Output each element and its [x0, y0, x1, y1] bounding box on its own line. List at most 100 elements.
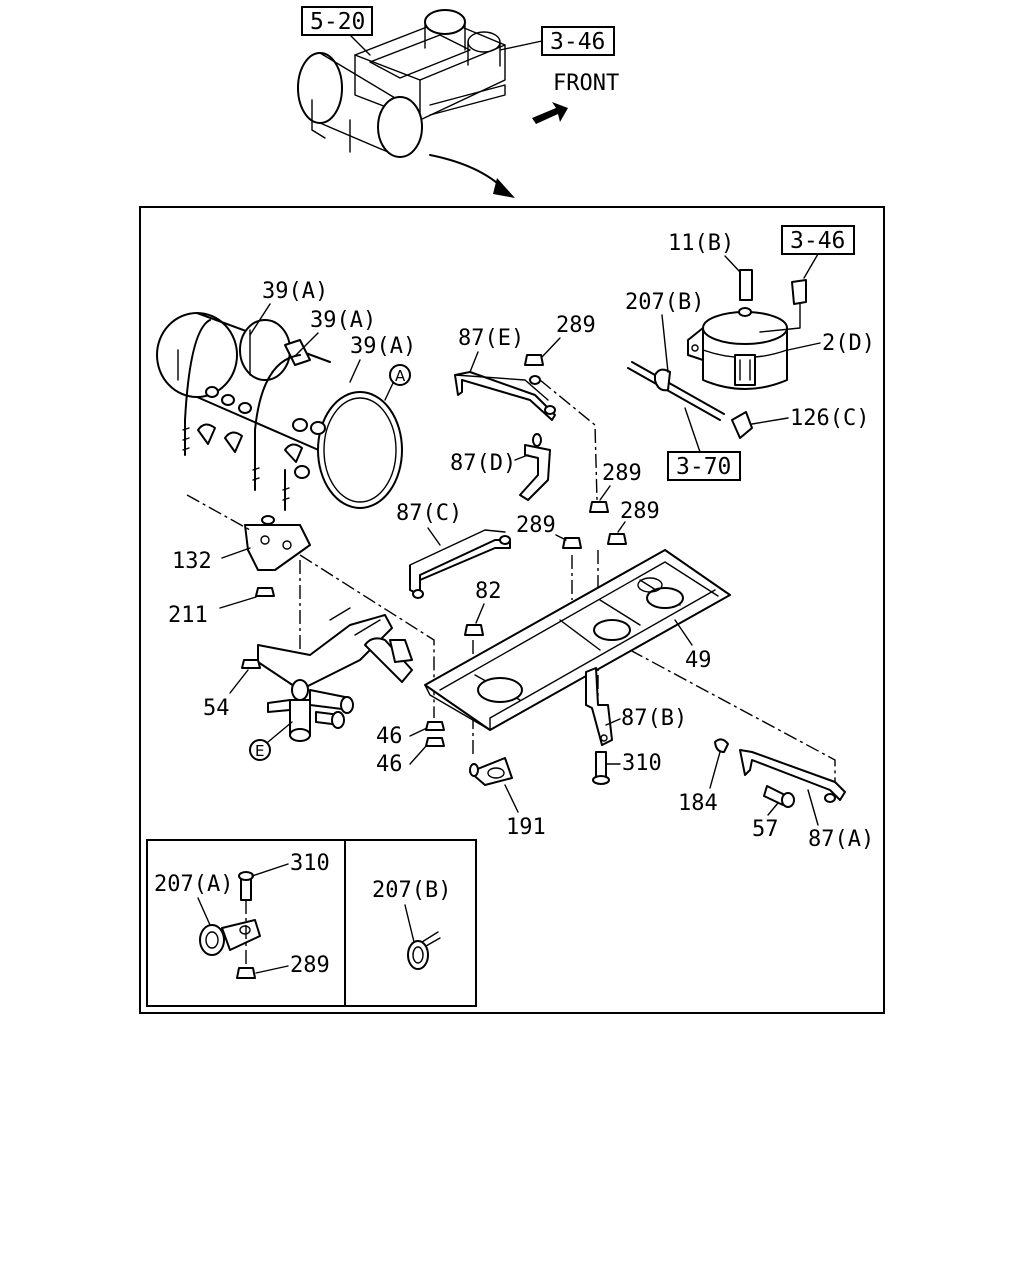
circle-a-label: A [395, 367, 406, 385]
leader-3-46-main [803, 253, 819, 279]
align-line-8 [629, 649, 836, 790]
label-87c[interactable]: 87(C) [396, 501, 462, 526]
crossmember-frame-49[interactable] [424, 549, 731, 731]
label-87d[interactable]: 87(D) [450, 451, 516, 476]
label-191[interactable]: 191 [506, 815, 546, 840]
nut-289-d[interactable] [607, 533, 627, 545]
clip-207b[interactable] [654, 368, 671, 392]
bolt-310[interactable] [595, 751, 607, 779]
bracket-87e[interactable] [454, 371, 556, 421]
bolt-310-head [592, 775, 610, 785]
label-46-a[interactable]: 46 [376, 724, 403, 749]
inset-leader-207a [197, 897, 211, 926]
label-289-d[interactable]: 289 [620, 499, 660, 524]
label-39a-2[interactable]: 39(A) [310, 308, 376, 333]
leader-54 [229, 669, 249, 694]
label-310[interactable]: 310 [622, 751, 662, 776]
label-184[interactable]: 184 [678, 791, 718, 816]
nut-211[interactable] [255, 587, 275, 597]
leader-87c [427, 527, 441, 546]
leader-2d [787, 342, 821, 351]
inset-label-207a[interactable]: 207(A) [154, 872, 233, 897]
label-289-b[interactable]: 289 [602, 461, 642, 486]
nut-289-a[interactable] [524, 354, 544, 366]
ref-3-70-label: 3-70 [676, 454, 731, 480]
nut-54[interactable] [241, 659, 261, 669]
bolt-57-head [781, 792, 795, 808]
leader-87a [807, 789, 819, 826]
label-87b[interactable]: 87(B) [621, 706, 687, 731]
leader-289-b [599, 485, 611, 501]
front-label: FRONT [553, 71, 619, 96]
inset-clip-207a[interactable] [199, 871, 261, 979]
label-2d[interactable]: 2(D) [822, 331, 875, 356]
label-49[interactable]: 49 [685, 648, 712, 673]
label-39a-1[interactable]: 39(A) [262, 279, 328, 304]
reservoir-2d[interactable] [687, 307, 788, 390]
plate-191[interactable] [469, 757, 513, 786]
inset-clip-207b[interactable] [407, 931, 441, 970]
circle-callout-e[interactable] [249, 739, 271, 761]
label-126c[interactable]: 126(C) [790, 406, 869, 431]
inset-label-289[interactable]: 289 [290, 953, 330, 978]
bolt-shaft [759, 303, 801, 333]
leader-46-b [409, 744, 428, 765]
ref-box-3-70[interactable] [667, 451, 741, 481]
bracket-87d[interactable] [519, 433, 551, 501]
ref-box-3-46-top[interactable] [541, 26, 615, 56]
ref-3-46-top-label: 3-46 [550, 29, 605, 55]
ref-box-3-46-main[interactable] [781, 225, 855, 255]
circle-callout-a[interactable] [389, 364, 411, 386]
label-132[interactable]: 132 [172, 549, 212, 574]
nut-46-b[interactable] [425, 737, 445, 747]
nut-289-c[interactable] [562, 537, 582, 549]
nut-184[interactable] [714, 738, 729, 753]
label-46-b[interactable]: 46 [376, 752, 403, 777]
bracket-87a[interactable] [739, 749, 846, 803]
ref-3-46-main-label: 3-46 [790, 228, 845, 254]
inset-label-310[interactable]: 310 [290, 851, 330, 876]
label-289-c[interactable]: 289 [516, 513, 556, 538]
nut-82[interactable] [464, 624, 484, 636]
ref-box-5-20[interactable] [301, 6, 373, 36]
label-39a-3[interactable]: 39(A) [350, 334, 416, 359]
bracket-132[interactable] [244, 515, 311, 571]
fitting-11b[interactable] [739, 269, 753, 301]
overview-pointer-arrow [429, 154, 506, 191]
inset-label-207b[interactable]: 207(B) [372, 878, 451, 903]
label-57[interactable]: 57 [752, 817, 779, 842]
elbow-126c[interactable] [731, 411, 753, 439]
label-11b[interactable]: 11(B) [668, 231, 734, 256]
air-tank-assembly[interactable] [156, 312, 403, 511]
nut-289-b[interactable] [589, 501, 609, 513]
inset-leader-310 [251, 863, 289, 877]
leader-3-70 [684, 407, 701, 453]
label-207b[interactable]: 207(B) [625, 290, 704, 315]
leader-289-d [617, 521, 626, 533]
bolt-3-46[interactable] [791, 279, 807, 305]
leader-46-a [409, 727, 428, 737]
leader-132 [221, 547, 251, 559]
label-211[interactable]: 211 [168, 603, 208, 628]
leader-191 [504, 784, 519, 813]
nut-46-a[interactable] [425, 721, 445, 731]
leader-49 [674, 619, 693, 646]
label-87a[interactable]: 87(A) [808, 827, 874, 852]
air-pipe[interactable] [627, 361, 725, 421]
bracket-87c[interactable] [409, 529, 511, 599]
label-54[interactable]: 54 [203, 696, 230, 721]
leader-126c [751, 417, 789, 425]
label-87e[interactable]: 87(E) [458, 326, 524, 351]
bracket-87b[interactable] [585, 667, 613, 746]
main-frame [139, 206, 885, 1014]
circle-e-label: E [255, 742, 264, 760]
leader-39a-2 [295, 332, 319, 356]
leader-3-46-top [499, 40, 543, 51]
label-82[interactable]: 82 [475, 579, 502, 604]
leader-87e [469, 351, 479, 373]
label-289-a[interactable]: 289 [556, 313, 596, 338]
leader-289-c [555, 534, 567, 541]
leader-82 [475, 603, 485, 624]
valve-bracket-assembly[interactable] [257, 607, 413, 742]
